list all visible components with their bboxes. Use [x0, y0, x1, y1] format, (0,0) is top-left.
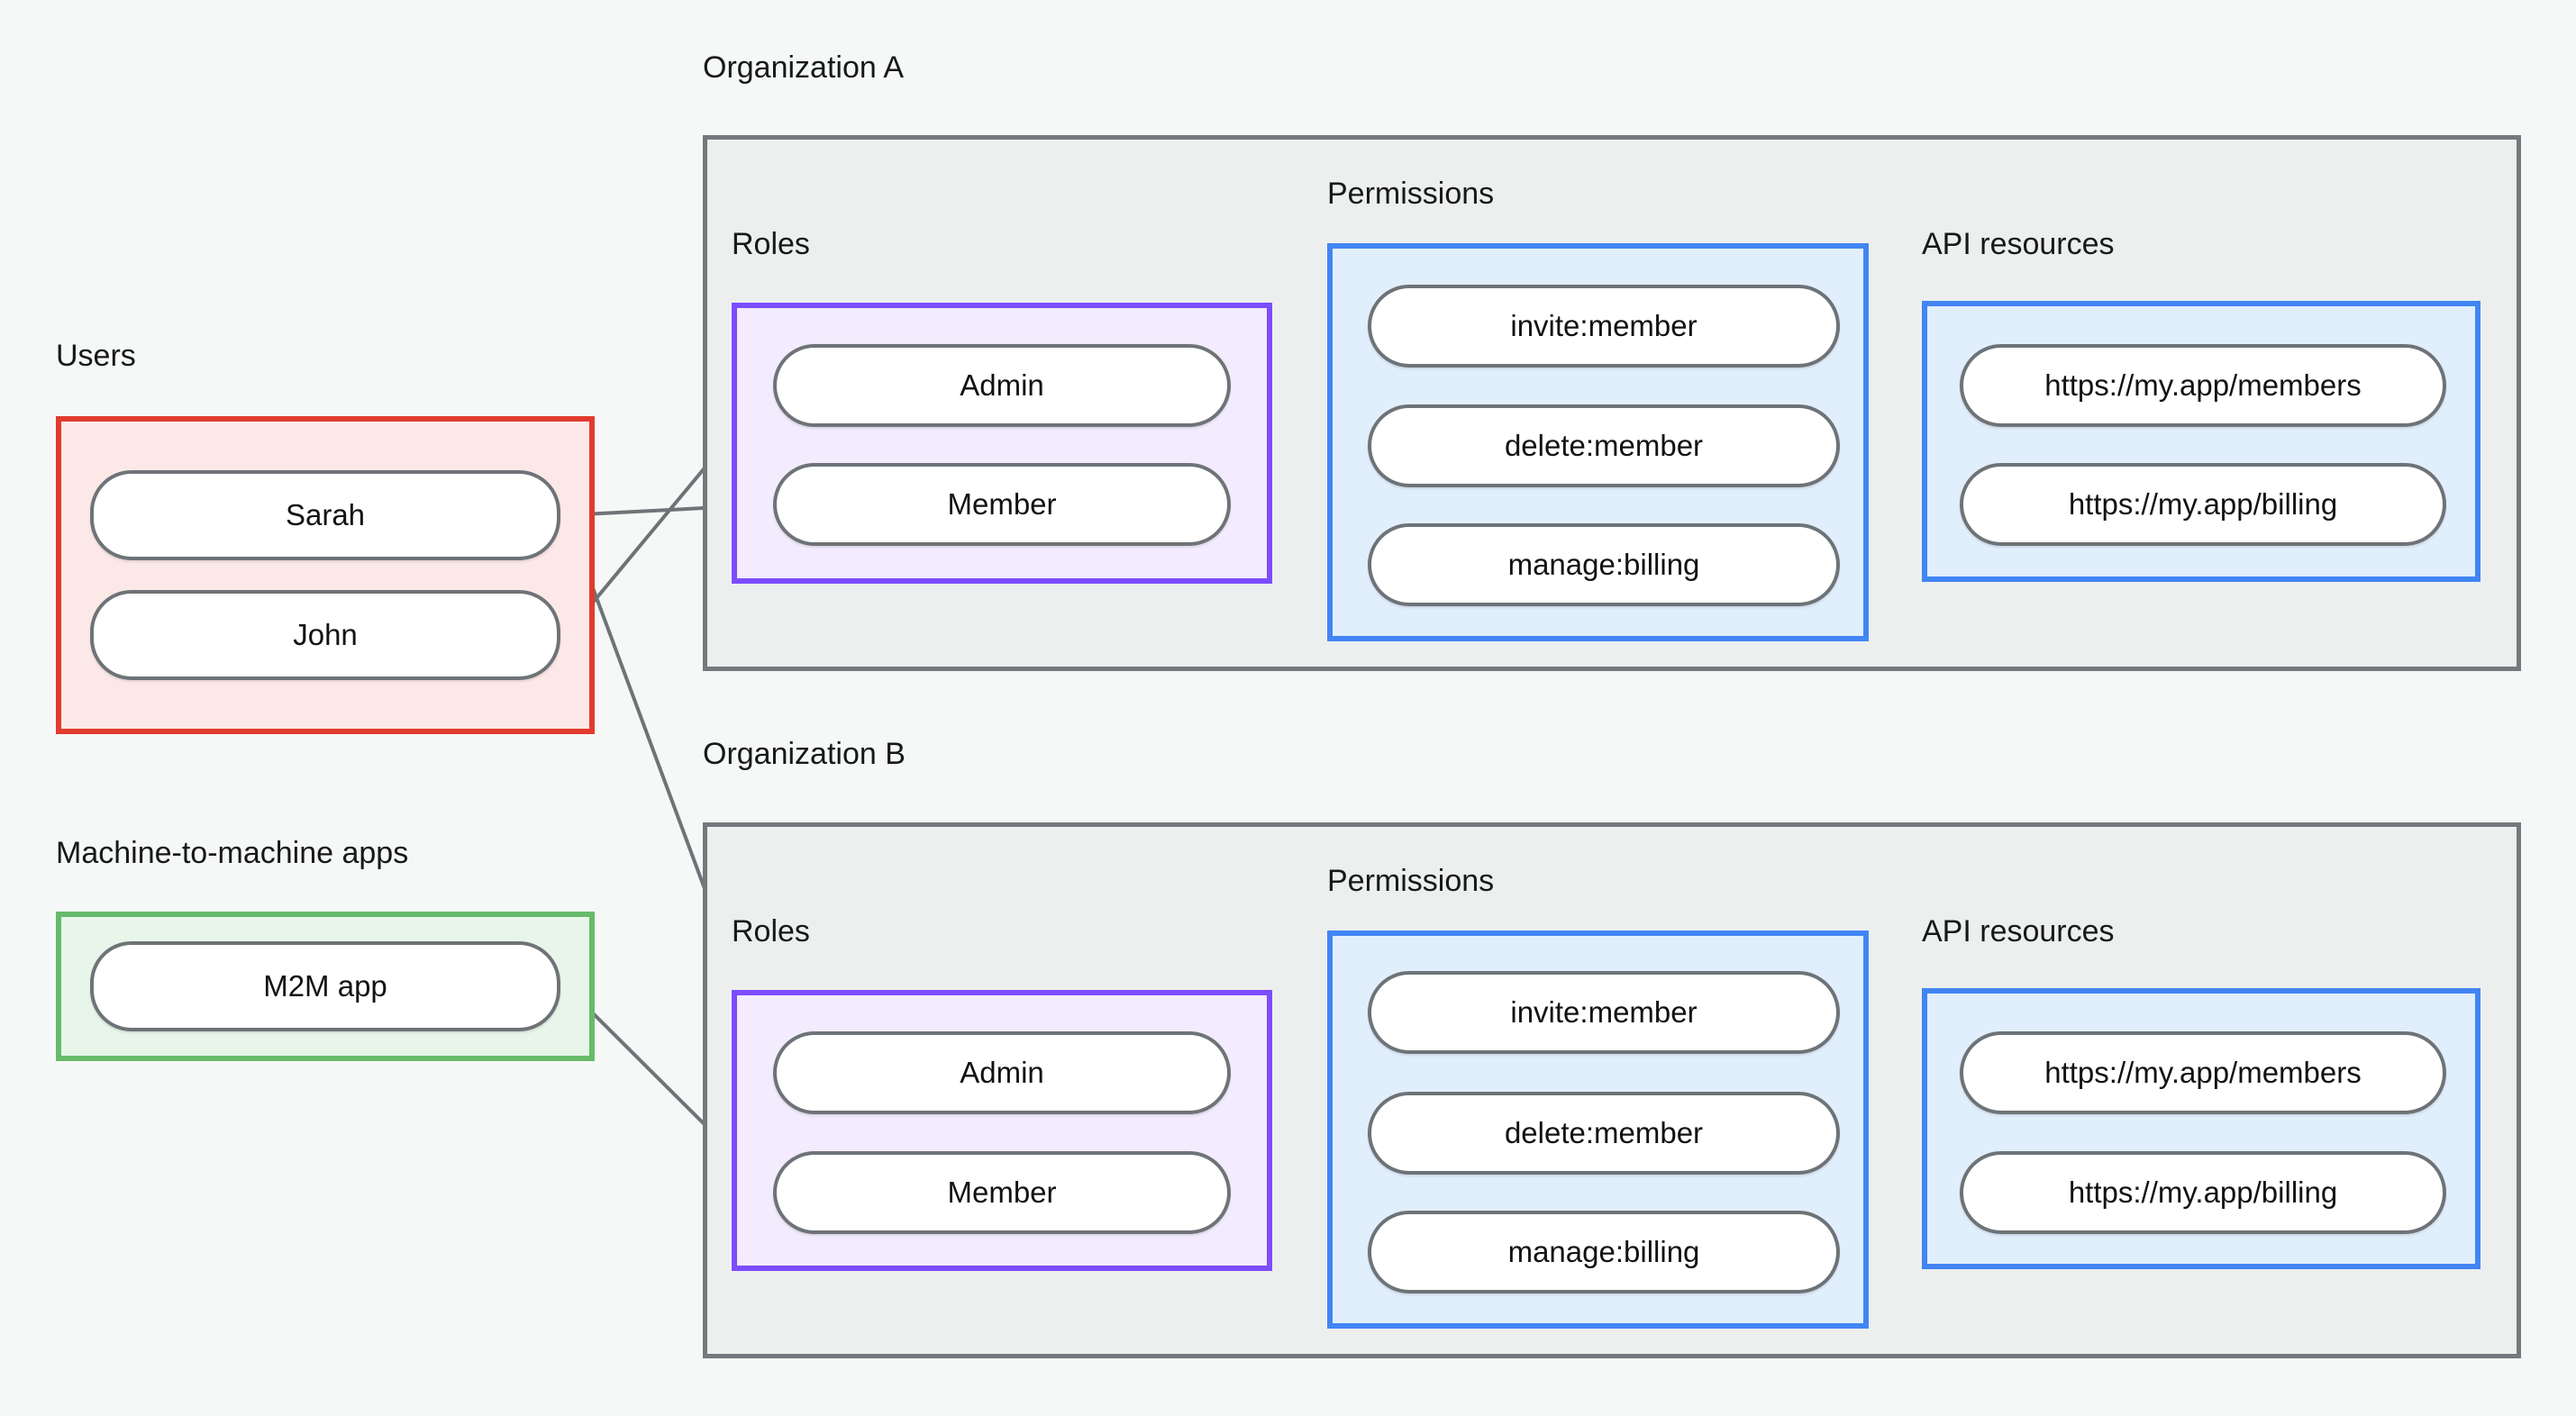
orgA-permissions-label: Permissions [1327, 177, 1495, 211]
orgB-api-resource-billing[interactable]: https://my.app/billing [1960, 1151, 2446, 1234]
orgA-api-resources-label: API resources [1922, 227, 2115, 261]
users-group-box [56, 416, 595, 734]
orgB-roles-label: Roles [732, 914, 810, 949]
orgA-permission-invite-member[interactable]: invite:member [1368, 285, 1840, 368]
orgA-roles-label: Roles [732, 227, 810, 261]
m2m-node-app[interactable]: M2M app [90, 941, 560, 1031]
orgA-role-admin[interactable]: Admin [773, 344, 1231, 427]
m2m-group-label: Machine-to-machine apps [56, 836, 409, 870]
orgB-api-resources-label: API resources [1922, 914, 2115, 949]
orgA-permission-manage-billing[interactable]: manage:billing [1368, 523, 1840, 606]
orgB-api-resource-members[interactable]: https://my.app/members [1960, 1031, 2446, 1114]
orgB-permissions-label: Permissions [1327, 864, 1495, 898]
orgA-api-resource-members[interactable]: https://my.app/members [1960, 344, 2446, 427]
user-node-sarah[interactable]: Sarah [90, 470, 560, 560]
user-node-john[interactable]: John [90, 590, 560, 680]
orgA-role-member[interactable]: Member [773, 463, 1231, 546]
orgB-role-member[interactable]: Member [773, 1151, 1231, 1234]
organization-b-label: Organization B [703, 737, 906, 771]
orgA-api-resource-billing[interactable]: https://my.app/billing [1960, 463, 2446, 546]
organization-a-label: Organization A [703, 50, 905, 85]
orgB-permission-delete-member[interactable]: delete:member [1368, 1092, 1840, 1175]
orgB-permission-manage-billing[interactable]: manage:billing [1368, 1211, 1840, 1293]
orgA-permission-delete-member[interactable]: delete:member [1368, 404, 1840, 487]
orgB-permission-invite-member[interactable]: invite:member [1368, 971, 1840, 1054]
orgB-role-admin[interactable]: Admin [773, 1031, 1231, 1114]
users-group-label: Users [56, 339, 136, 373]
